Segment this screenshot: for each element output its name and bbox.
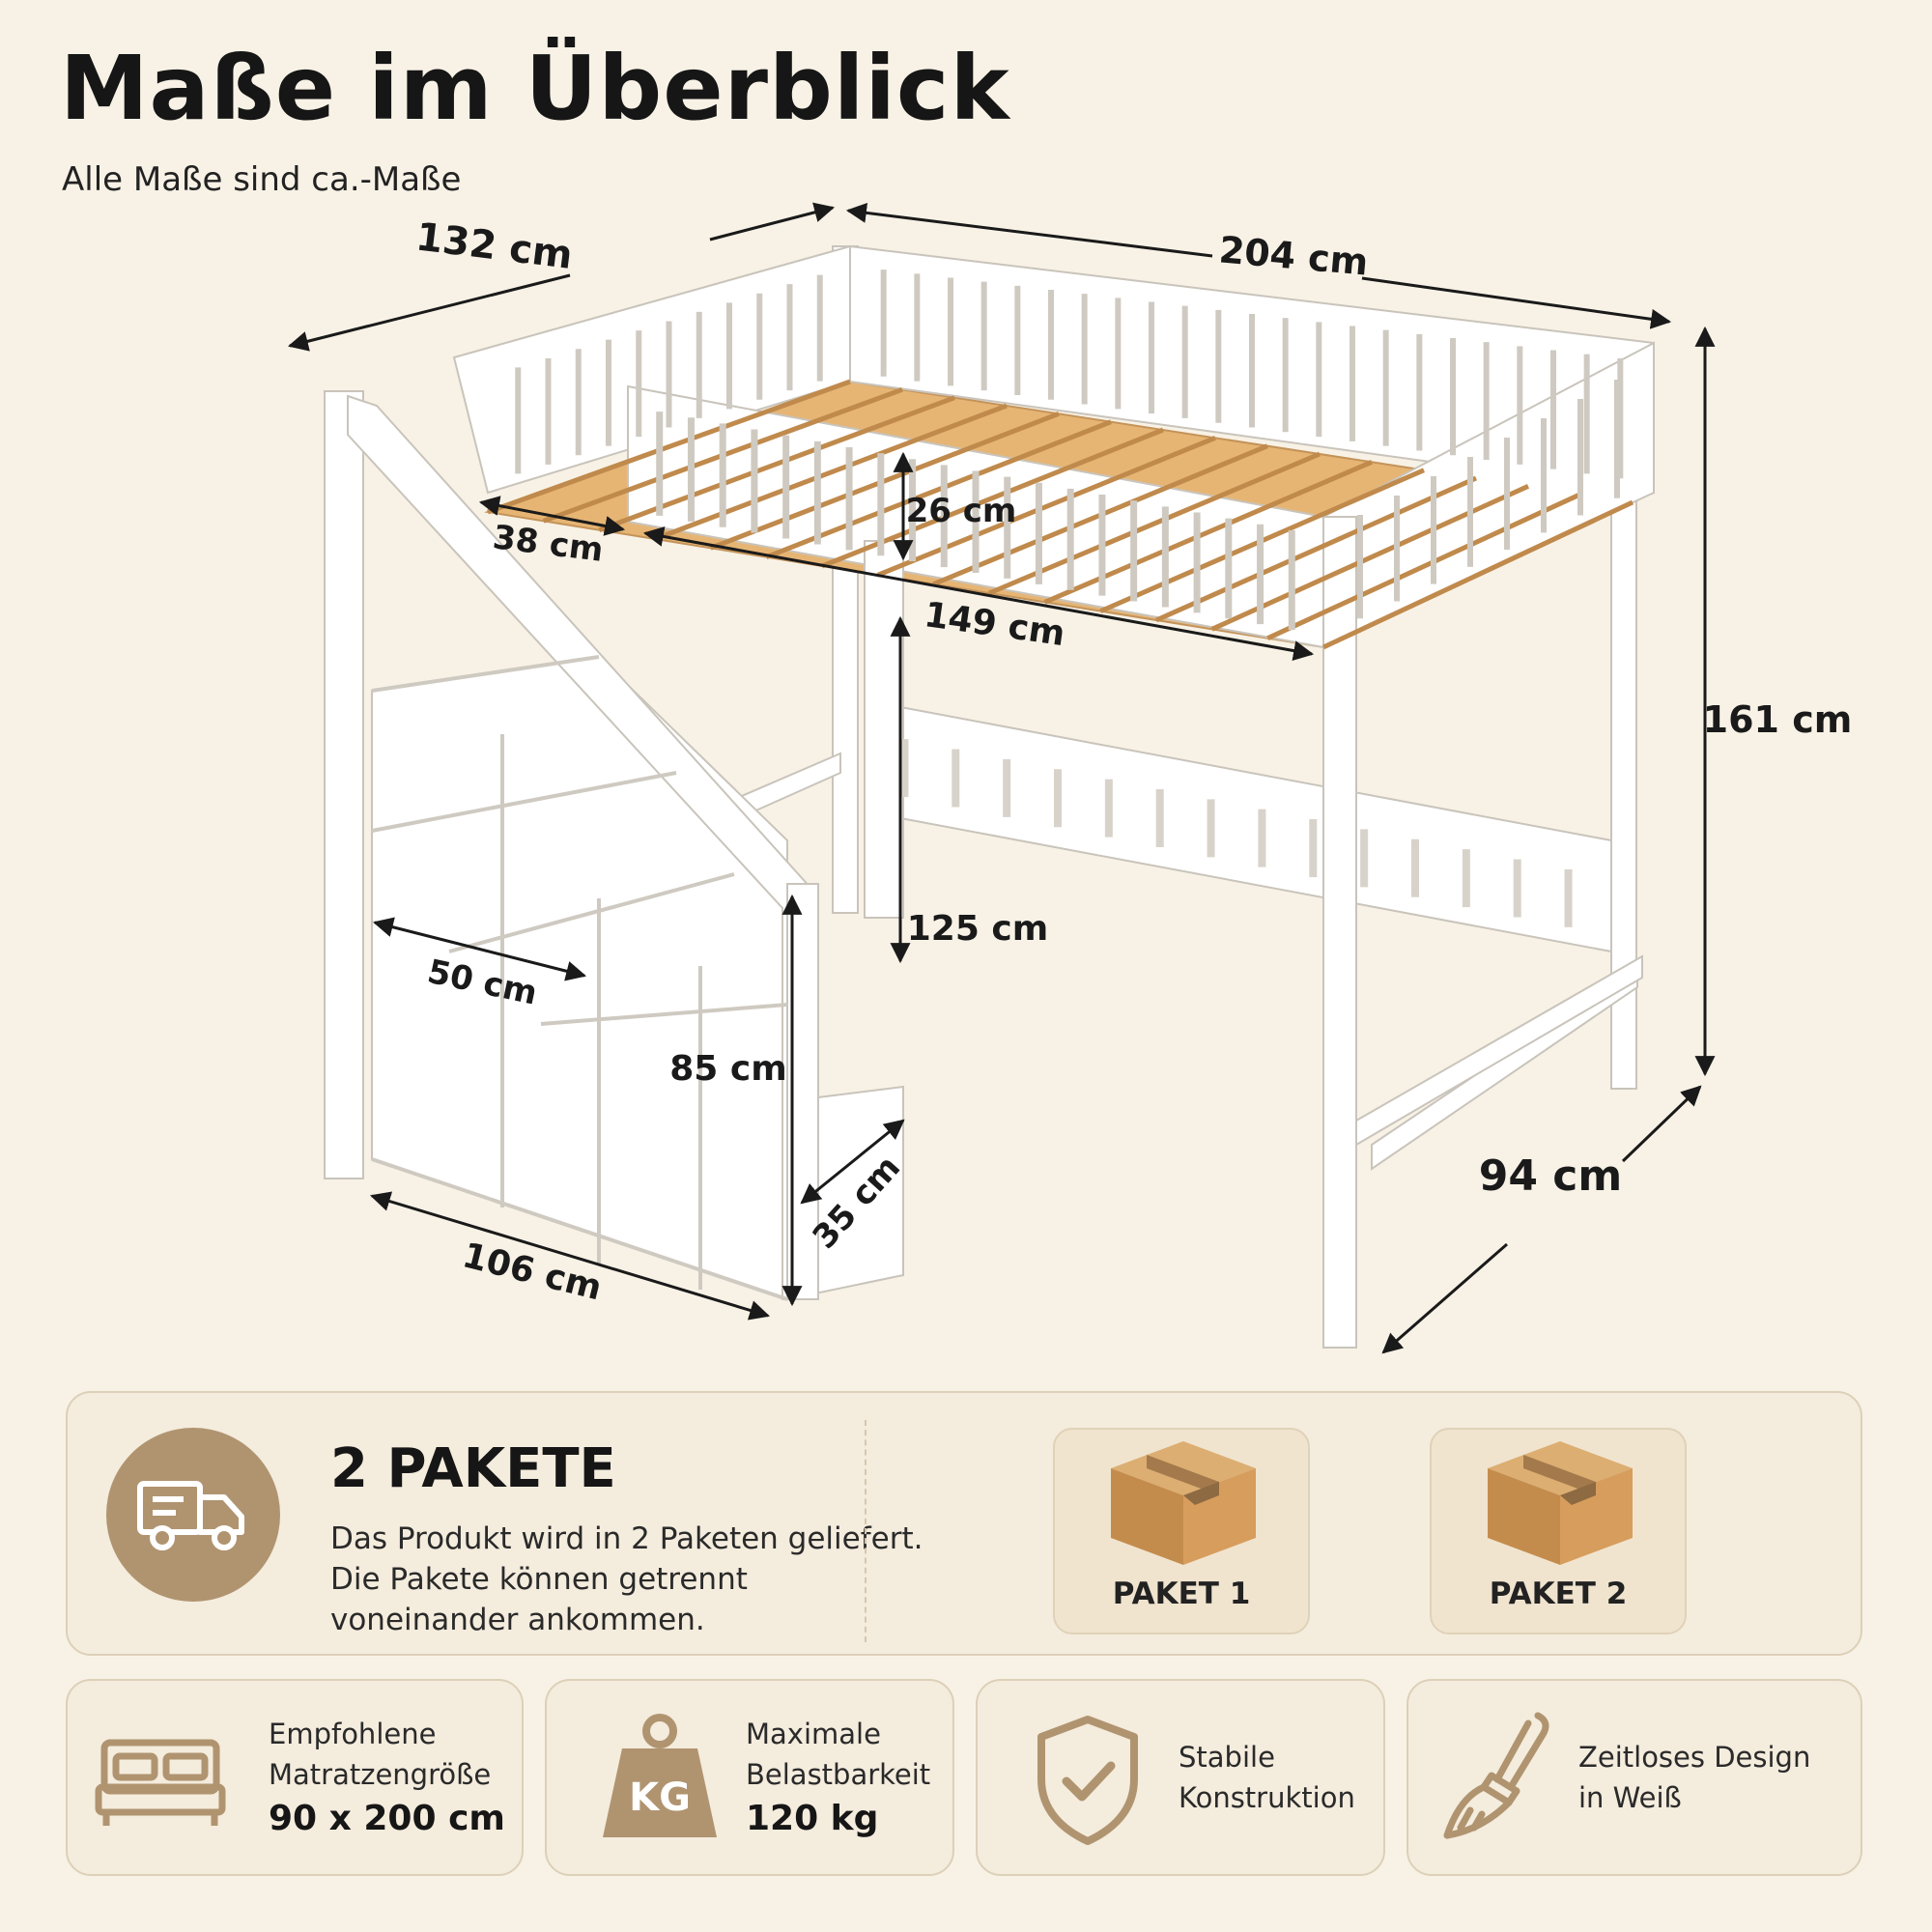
dim-line-204b (1361, 276, 1672, 329)
feature-value: 90 x 200 cm (269, 1799, 505, 1838)
stair-step (371, 771, 677, 833)
dim-line-50 (372, 917, 587, 981)
dim-line-204a (845, 202, 1213, 258)
slat (1266, 492, 1582, 640)
weight-icon: KG (603, 1714, 717, 1837)
package-card-1: PAKET 1 (1053, 1428, 1310, 1634)
feature-line-1: Stabile (1179, 1741, 1275, 1774)
slat (709, 412, 1060, 551)
package-box-icon (1488, 1441, 1633, 1565)
shield-check-icon (1037, 1716, 1138, 1845)
delivery-title: 2 PAKETE (330, 1437, 616, 1500)
feature-value: 120 kg (746, 1799, 879, 1838)
delivery-truck-icon (106, 1428, 280, 1602)
feature-line-1: Empfohlene (269, 1718, 437, 1750)
slat (1321, 499, 1634, 650)
feature-line-1: Zeitloses Design (1578, 1741, 1811, 1774)
dim-85: 85 cm (669, 1049, 786, 1089)
weight-icon-text: KG (629, 1776, 691, 1820)
dim-149: 149 cm (922, 595, 1067, 654)
feature-text-design: Zeitloses Design in Weiß (1578, 1737, 1810, 1818)
feature-line-2: Matratzengröße (269, 1758, 492, 1791)
dim-161: 161 cm (1703, 698, 1853, 741)
front-right-post (1322, 516, 1357, 1349)
dim-line-94b (1381, 1242, 1508, 1354)
dim-line-132b (709, 202, 836, 242)
dim-line-38 (478, 496, 626, 536)
card-divider (865, 1420, 867, 1642)
stair-tall-post (324, 390, 364, 1179)
dim-204: 204 cm (1217, 228, 1370, 283)
dimension-lines (287, 202, 1716, 1354)
feature-text-construction: Stabile Konstruktion (1179, 1737, 1355, 1818)
front-low-rail (1355, 954, 1643, 1147)
delivery-line-2: Die Pakete können getrennt (330, 1562, 748, 1597)
feature-card-mattress: Empfohlene Matratzengröße 90 x 200 cm (66, 1679, 524, 1876)
package-label-1: PAKET 1 (1112, 1577, 1251, 1611)
package-card-2: PAKET 2 (1430, 1428, 1687, 1634)
front-mid-post (864, 540, 904, 919)
dim-106: 106 cm (459, 1236, 606, 1308)
feature-line-2: in Weiß (1578, 1781, 1682, 1814)
package-box-icon (1111, 1441, 1256, 1565)
dim-26: 26 cm (906, 492, 1017, 530)
feature-line-1: Maximale (746, 1718, 881, 1750)
page-subtitle: Alle Maße sind ca.-Maße (62, 160, 462, 199)
feature-text-load: Maximale Belastbarkeit 120 kg (746, 1714, 930, 1839)
package-label-2: PAKET 2 (1489, 1577, 1628, 1611)
slat (487, 379, 851, 515)
dim-125: 125 cm (907, 909, 1049, 949)
feature-line-2: Konstruktion (1179, 1781, 1355, 1814)
feature-text-mattress: Empfohlene Matratzengröße 90 x 200 cm (269, 1714, 505, 1839)
feature-line-2: Belastbarkeit (746, 1758, 931, 1791)
dim-line-35 (800, 1119, 905, 1205)
feature-card-construction: Stabile Konstruktion (976, 1679, 1385, 1876)
stair-step (371, 655, 600, 693)
feature-card-load: KG Maximale Belastbarkeit 120 kg (545, 1679, 954, 1876)
loft-bed-diagram: 132 cm 204 cm 161 cm 38 cm 26 cm 149 cm … (287, 202, 1853, 1354)
dim-line-149 (642, 526, 1315, 661)
delivery-line-1: Das Produkt wird in 2 Paketen geliefert. (330, 1521, 923, 1556)
slat (654, 403, 1008, 542)
dim-line-106 (369, 1191, 771, 1321)
feature-card-design: Zeitloses Design in Weiß (1406, 1679, 1862, 1876)
page-title: Maße im Überblick (60, 37, 1010, 140)
delivery-line-3: voneinander ankommen. (330, 1603, 705, 1637)
dim-94: 94 cm (1479, 1151, 1622, 1201)
dim-line-132 (287, 273, 571, 352)
dim-132: 132 cm (413, 214, 575, 277)
bed-icon (95, 1739, 226, 1826)
stair-step (540, 1003, 788, 1026)
dim-line-94a (1621, 1085, 1702, 1163)
paintbrush-icon (1443, 1712, 1549, 1839)
